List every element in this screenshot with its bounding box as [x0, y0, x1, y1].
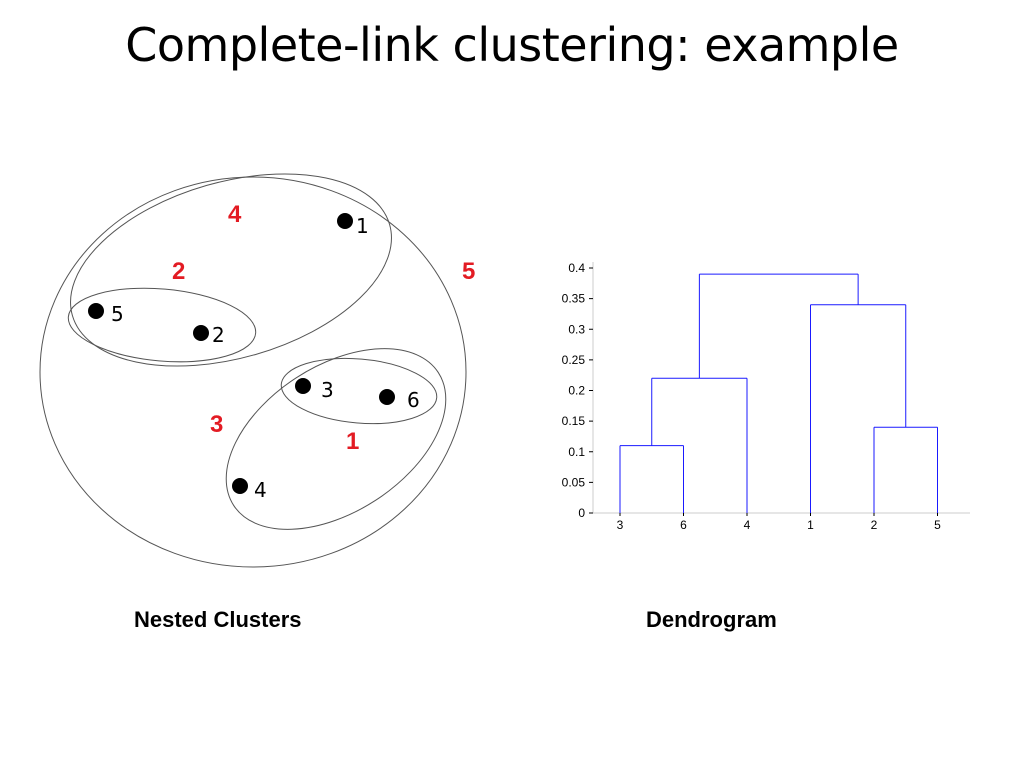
y-tick-label-4: 0.2: [568, 384, 585, 398]
point-5: [88, 303, 104, 319]
point-6-label: 6: [407, 388, 420, 412]
y-tick-label-7: 0.35: [562, 292, 586, 306]
y-tick-label-2: 0.1: [568, 445, 585, 459]
point-3: [295, 378, 311, 394]
y-tick-label-5: 0.25: [562, 353, 586, 367]
point-4-label: 4: [254, 478, 267, 502]
y-tick-label-3: 0.15: [562, 414, 586, 428]
nested-clusters: 1 2 3 4 5 6 1 2 3 4 5: [39, 173, 475, 568]
cluster-outline-1: [280, 357, 438, 425]
y-tick-label-6: 0.3: [568, 322, 585, 336]
point-5-label: 5: [111, 302, 124, 326]
merge-order-label-4: 4: [228, 201, 242, 228]
x-tick-label-2: 4: [744, 518, 751, 532]
cluster-outline-4: [70, 173, 392, 367]
merge-order-label-3: 3: [210, 411, 223, 438]
nested-clusters-caption: Nested Clusters: [134, 607, 302, 632]
point-3-label: 3: [321, 378, 334, 402]
merge-order-label-1: 1: [346, 428, 359, 455]
point-1: [337, 213, 353, 229]
point-1-label: 1: [356, 214, 369, 238]
x-tick-label-0: 3: [617, 518, 624, 532]
dendrogram-caption: Dendrogram: [646, 607, 777, 632]
x-tick-label-1: 6: [680, 518, 687, 532]
x-tick-label-5: 5: [934, 518, 941, 532]
slide-title: Complete-link clustering: example: [125, 18, 899, 72]
point-6: [379, 389, 395, 405]
cluster-outline-5: [39, 176, 467, 568]
point-2: [193, 325, 209, 341]
y-tick-label-0: 0: [578, 506, 585, 520]
cluster-outline-2: [67, 287, 257, 363]
cluster-outline-3: [225, 348, 447, 530]
point-4: [232, 478, 248, 494]
y-tick-label-8: 0.4: [568, 261, 585, 275]
y-tick-label-1: 0.05: [562, 475, 586, 489]
x-tick-label-4: 2: [871, 518, 878, 532]
point-2-label: 2: [212, 323, 225, 347]
merge-order-label-5: 5: [462, 258, 475, 285]
merge-order-label-2: 2: [172, 258, 185, 285]
x-tick-label-3: 1: [807, 518, 814, 532]
dendrogram-chart: 0 0.05 0.1 0.15 0.2 0.25 0.3 0.35 0.4 3 6 4 1 2 5: [562, 261, 970, 532]
